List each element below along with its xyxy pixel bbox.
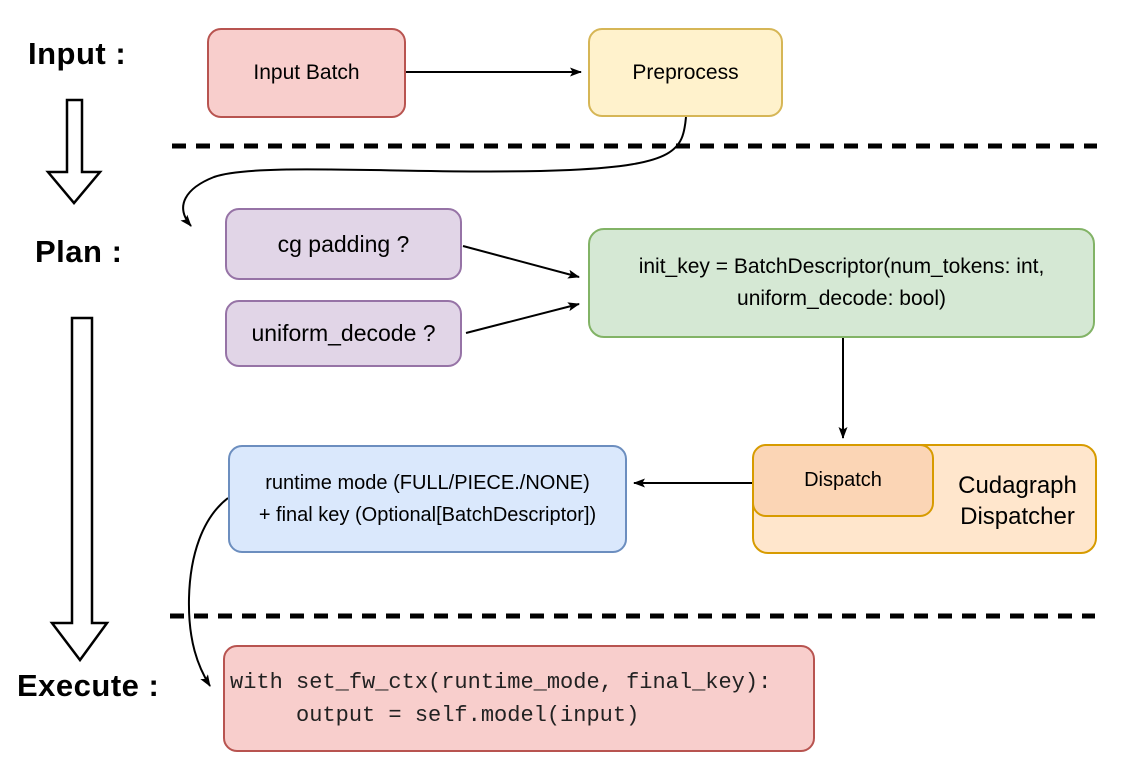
stage-arrow-plan-to-execute-icon <box>49 316 110 663</box>
node-runtime-mode: runtime mode (FULL/PIECE./NONE) + final … <box>228 445 627 553</box>
node-cudagraph-dispatcher-label: Cudagraph Dispatcher <box>936 446 1099 556</box>
cudagraph-dispatcher-line2: Dispatcher <box>960 503 1075 530</box>
node-uniform-decode: uniform_decode ? <box>225 300 462 367</box>
node-runtime-mode-line1: runtime mode (FULL/PIECE./NONE) <box>265 472 590 494</box>
stage-label-execute: Execute : <box>17 668 160 703</box>
node-runtime-mode-line2: + final key (Optional[BatchDescriptor]) <box>258 504 597 526</box>
stage-arrow-input-to-plan-icon <box>45 98 103 205</box>
node-dispatch: Dispatch <box>752 444 934 517</box>
node-uniform-decode-label: uniform_decode ? <box>251 320 436 346</box>
connector-preprocess-to-cgpadding <box>180 116 687 227</box>
node-preprocess-label: Preprocess <box>632 60 739 84</box>
cudagraph-dispatcher-line1: Cudagraph <box>958 472 1077 499</box>
connector-cgpadding-to-initkey <box>462 245 580 279</box>
connector-uniformdecode-to-initkey <box>465 302 580 334</box>
node-init-key-line1: init_key = BatchDescriptor(num_tokens: i… <box>638 255 1045 278</box>
node-input-batch-label: Input Batch <box>253 61 360 84</box>
node-init-key-line2: uniform_decode: bool) <box>737 287 946 310</box>
stage-label-input: Input : <box>28 36 127 71</box>
node-cg-padding-label: cg padding ? <box>277 230 410 257</box>
node-input-batch: Input Batch <box>207 28 406 118</box>
node-execute-code: with set_fw_ctx(runtime_mode, final_key)… <box>223 645 815 752</box>
execute-code-line2: output = self.model(input) <box>230 702 640 728</box>
node-preprocess: Preprocess <box>588 28 783 117</box>
node-init-key: init_key = BatchDescriptor(num_tokens: i… <box>588 228 1095 338</box>
connector-runtimemode-to-executecode <box>187 497 229 687</box>
stage-label-plan: Plan : <box>35 234 123 269</box>
execute-code-line1: with set_fw_ctx(runtime_mode, final_key)… <box>230 669 772 695</box>
node-dispatch-label: Dispatch <box>804 469 882 491</box>
node-cg-padding: cg padding ? <box>225 208 462 280</box>
